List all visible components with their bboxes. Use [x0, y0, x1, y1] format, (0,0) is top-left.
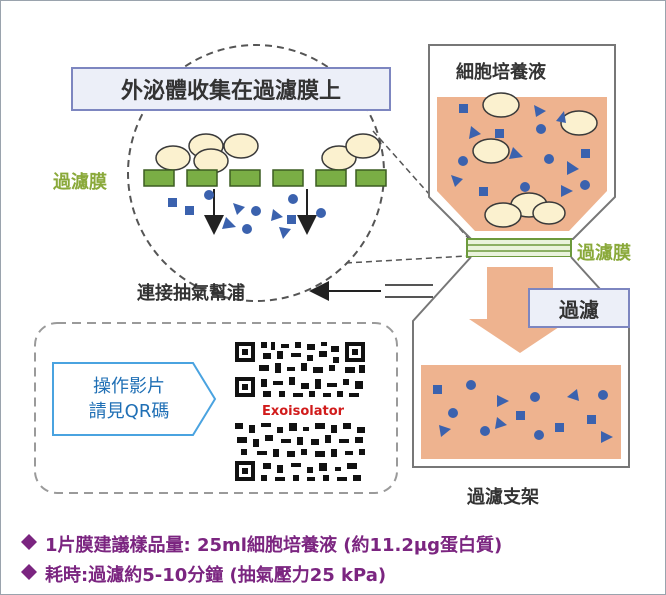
exosome-collection-title: 外泌體收集在過濾膜上 [71, 67, 391, 111]
callout-arrow [52, 362, 217, 436]
qr-code-icon [233, 340, 373, 483]
membrane-segments [143, 169, 387, 187]
diamond-bullet-icon [21, 564, 37, 580]
particles-in-medium [451, 104, 590, 197]
pump-label: 連接抽氣幫浦 [137, 283, 245, 304]
filter-action-label: 過濾 [528, 288, 630, 328]
membrane-label-right: 過濾膜 [577, 243, 631, 264]
membrane-label-left: 過濾膜 [53, 172, 107, 193]
particles-in-filtrate [433, 380, 613, 443]
qr-region [34, 322, 398, 494]
video-callout-text: 操作影片 請見QR碼 [59, 374, 199, 424]
holder-membrane [466, 238, 572, 258]
holder-label: 過濾支架 [467, 487, 539, 508]
callout-line-2: 請見QR碼 [88, 401, 170, 422]
culture-medium-label: 細胞培養液 [456, 62, 546, 83]
vesicles-on-membrane [155, 133, 381, 174]
diamond-bullet-icon [21, 534, 37, 550]
zoom-line-bottom [345, 255, 468, 264]
note-duration: 耗時:過濾約5-10分鐘 (抽氣壓力25 kPa) [45, 565, 387, 586]
particles-zoom [168, 190, 326, 239]
note-sample-volume: 1片膜建議樣品量: 25ml細胞培養液 (約11.2μg蛋白質) [45, 535, 503, 556]
callout-line-1: 操作影片 [93, 376, 165, 397]
vesicles-in-medium [472, 92, 598, 228]
qr-brand-label: Exoisolator [261, 404, 345, 419]
